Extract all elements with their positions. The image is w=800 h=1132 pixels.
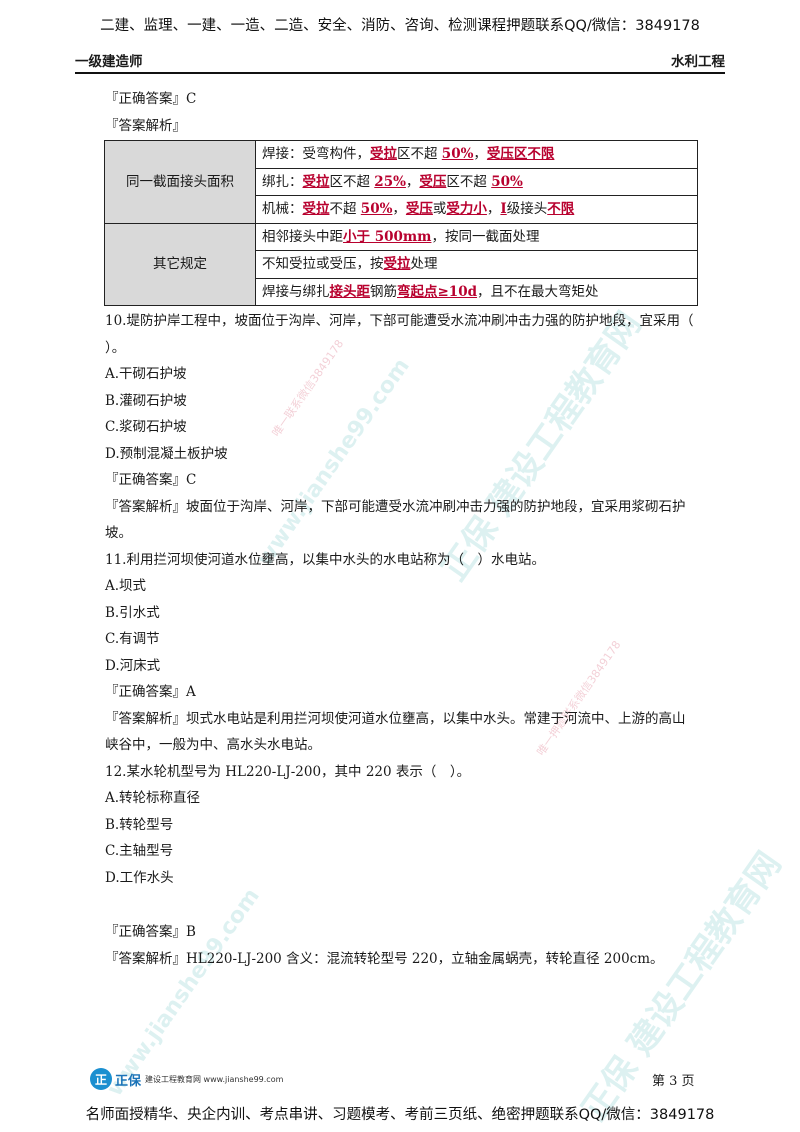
q11-answer: 『正确答案』A — [105, 684, 196, 700]
prev-analysis-label: 『答案解析』 — [105, 117, 186, 134]
q12-option-c: C.主轴型号 — [105, 843, 174, 859]
table-row: 焊接与绑扎接头距钢筋弯起点≥10d，且不在最大弯矩处 — [105, 277, 698, 306]
table-row: 不知受拉或受压，按受拉处理 — [105, 250, 698, 279]
page-number: 第 3 页 — [652, 1074, 695, 1089]
logo-brand: 正保 — [115, 1073, 142, 1089]
table-row: 机械：受拉不超 50%，受压或受力小，Ⅰ级接头不限 — [105, 195, 698, 224]
top-banner: 二建、监理、一建、一造、二造、安全、消防、咨询、检测课程押题联系QQ/微信：38… — [100, 18, 700, 34]
table-cell: 相邻接头中距小于 500mm，按同一截面处理 — [255, 222, 698, 251]
q12-option-a: A.转轮标称直径 — [105, 790, 201, 806]
table-cell: 机械：受拉不超 50%，受压或受力小，Ⅰ级接头不限 — [255, 195, 698, 224]
table-category: 其它规定 — [104, 222, 256, 306]
q11-analysis: 『答案解析』坝式水电站是利用拦河坝使河道水位壅高，以集中水头。常建于河流中、上游… — [105, 710, 686, 754]
table-row: 其它规定 相邻接头中距小于 500mm，按同一截面处理 — [104, 222, 698, 306]
table-row: 绑扎：受拉区不超 25%，受压区不超 50% — [105, 167, 698, 196]
q11-option-b: B.引水式 — [105, 604, 160, 621]
page-content: 『正确答案』C 『答案解析』 同一截面接头面积 焊接：受弯构件，受拉区不超 50… — [104, 86, 698, 972]
brand-logo-icon: 正 — [90, 1068, 112, 1090]
bottom-banner: 名师面授精华、央企内训、考点串讲、习题模考、考前三页纸、绝密押题联系QQ/微信：… — [85, 1107, 715, 1123]
logo-subtitle: 建设工程教育网 www.jianshe99.com — [145, 1074, 284, 1084]
rebar-joint-table: 同一截面接头面积 焊接：受弯构件，受拉区不超 50%，受压区不限 绑扎：受拉区不… — [104, 140, 698, 306]
header-rule — [75, 72, 725, 74]
q12-option-b: B.转轮型号 — [105, 816, 174, 833]
q10-option-b: B.灌砌石护坡 — [105, 392, 187, 409]
q10-stem-cont: ）。 — [105, 339, 126, 356]
q10-option-a: A.干砌石护坡 — [105, 366, 187, 382]
q11-option-c: C.有调节 — [105, 631, 160, 647]
q10-option-d: D.预制混凝土板护坡 — [105, 445, 228, 462]
q10-answer: 『正确答案』C — [105, 472, 197, 488]
prev-answer: 『正确答案』C — [105, 91, 197, 107]
q11-option-d: D.河床式 — [105, 657, 161, 674]
q12-option-d: D.工作水头 — [105, 869, 174, 886]
q11-option-a: A.坝式 — [105, 578, 147, 594]
table-cell: 焊接：受弯构件，受拉区不超 50%，受压区不限 — [255, 140, 698, 169]
table-row: 同一截面接头面积 焊接：受弯构件，受拉区不超 50%，受压区不限 — [104, 140, 698, 224]
table-cell: 焊接与绑扎接头距钢筋弯起点≥10d，且不在最大弯矩处 — [255, 277, 698, 306]
header-subject: 水利工程 — [671, 54, 725, 70]
table-cell: 绑扎：受拉区不超 25%，受压区不超 50% — [255, 167, 698, 196]
q12-stem: 12.某水轮机型号为 HL220-LJ-200，其中 220 表示（ ）。 — [105, 763, 471, 780]
spacer — [105, 891, 695, 919]
table-cell: 不知受拉或受压，按受拉处理 — [255, 250, 698, 279]
q10-option-c: C.浆砌石护坡 — [105, 419, 187, 435]
q10-analysis: 『答案解析』坡面位于沟岸、河岸，下部可能遭受水流冲刷冲击力强的防护地段，宜采用浆… — [105, 498, 686, 542]
q12-analysis: 『答案解析』HL220-LJ-200 含义：混流转轮型号 220，立轴金属蜗壳，… — [105, 950, 664, 967]
footer-logo: 正 正保 建设工程教育网 www.jianshe99.com — [90, 1068, 283, 1090]
header-exam-name: 一级建造师 — [75, 54, 143, 70]
q11-stem: 11.利用拦河坝使河道水位壅高，以集中水头的水电站称为（ ）水电站。 — [105, 551, 545, 568]
running-header: 一级建造师 水利工程 — [75, 50, 725, 70]
q12-answer: 『正确答案』B — [105, 924, 196, 940]
q10-stem: 10.堤防护岸工程中，坡面位于沟岸、河岸，下部可能遭受水流冲刷冲击力强的防护地段… — [105, 313, 694, 329]
table-category: 同一截面接头面积 — [104, 140, 256, 224]
